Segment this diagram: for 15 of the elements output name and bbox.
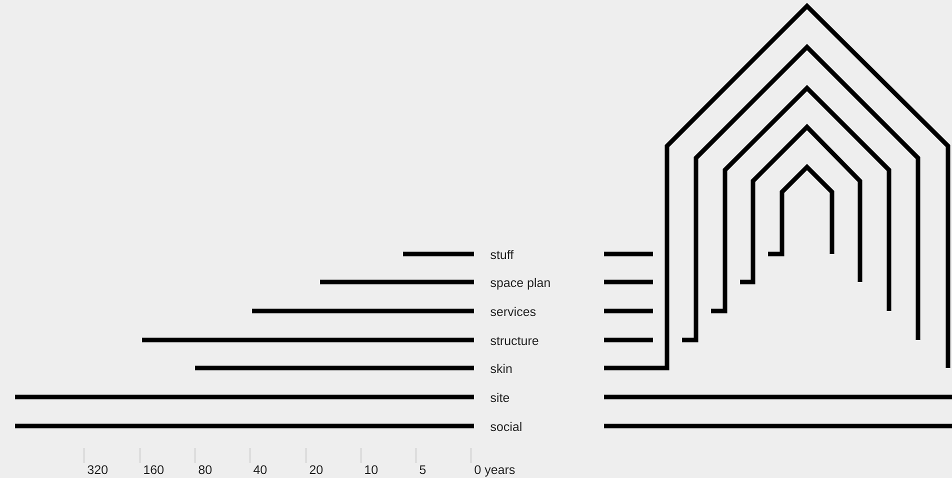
layer-label: services (490, 306, 536, 316)
axis-label: 20 (310, 465, 323, 474)
axis-label: 0 years (474, 465, 515, 477)
axis-label: 80 (198, 465, 212, 474)
layer-label: skin (490, 364, 512, 374)
axis-label: 40 (254, 465, 267, 474)
layer-label: structure (490, 336, 538, 346)
axis-label: 320 (88, 465, 108, 474)
axis-label: 5 (420, 465, 426, 474)
axis-label: 160 (144, 465, 164, 474)
layer-label: space plan (490, 278, 550, 290)
layer-label: stuff (490, 250, 514, 260)
layer-label: social (490, 422, 522, 432)
axis-label: 10 (365, 465, 378, 474)
layer-label: site (490, 392, 510, 402)
